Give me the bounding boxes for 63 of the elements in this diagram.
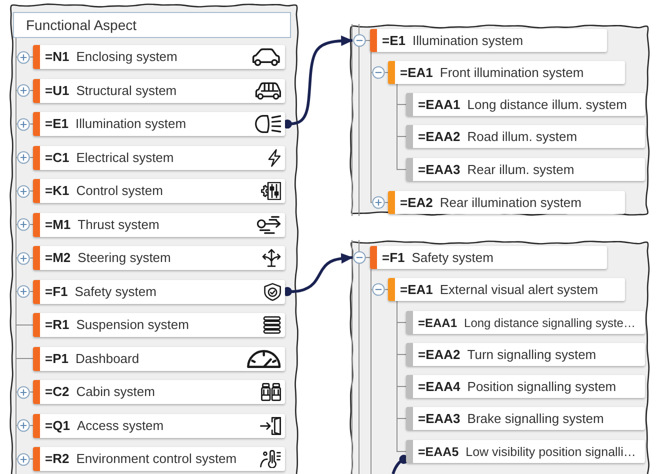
tree-panel [349,24,650,216]
item-code: =EAA5 [418,444,459,460]
item-code: =EAA1 [418,96,460,112]
item-code: =EAA2 [418,128,460,144]
item-label: Control system [76,183,163,199]
item-label: Illumination system [412,32,524,48]
curved-arrow [282,253,354,296]
item-code: =F1 [382,250,405,266]
item-code: =E1 [45,116,68,132]
item-code: =C2 [45,384,70,400]
item-code: =C1 [45,150,70,166]
item-label: Safety system [74,284,156,300]
item-label: Position signalling system [467,378,616,394]
item-code: =R2 [45,451,70,467]
item-label: Environment control system [76,451,237,467]
item-label: Steering system [78,250,171,266]
tree-line [370,268,372,290]
dot-connector [392,454,408,474]
curved-arrow [282,35,354,129]
item-code: =M2 [45,250,71,266]
item-label: Low visibility position signalli… [466,444,636,460]
item-code: =R1 [45,317,70,333]
item-label: Cabin system [76,384,155,400]
item-label: Long distance illum. system [467,96,627,112]
item-code: =E1 [382,32,406,48]
item-code: =EAA3 [418,410,460,426]
item-code: =K1 [45,183,70,199]
item-code: =M1 [45,216,71,232]
item-label: Enclosing system [76,49,178,65]
aspect-header: Functional Aspect [13,12,291,38]
item-code: =EA2 [400,194,433,210]
item-code: =EA1 [400,282,433,298]
item-code: =EAA1 [418,314,458,330]
item-code: =EA1 [400,64,433,80]
item-label: Road illum. system [467,128,578,144]
item-label: Safety system [412,250,494,266]
item-code: =Q1 [45,418,70,434]
item-label: Structural system [76,82,177,98]
item-code: =EAA3 [418,162,460,178]
tree-line [370,52,372,203]
item-label: Suspension system [76,317,189,333]
item-label: Long distance signalling syste… [464,314,636,330]
item-label: Illumination system [76,116,186,132]
item-label: Turn signalling system [467,346,596,362]
item-label: Dashboard [76,350,140,366]
item-label: Rear illum. system [467,162,574,178]
item-label: Electrical system [76,150,174,166]
tree-panel [349,240,650,474]
tree-line [396,300,406,452]
item-code: =EAA2 [418,346,460,362]
item-code: =P1 [45,350,68,366]
item-code: =U1 [45,82,70,98]
item-label: Rear illumination system [440,194,582,210]
item-label: External visual alert system [440,282,598,298]
item-label: Brake signalling system [467,410,604,426]
item-code: =F1 [45,284,68,300]
item-label: Access system [76,418,164,434]
tree-line [396,84,406,170]
item-code: =EAA4 [418,378,460,394]
tree-panel [9,3,299,474]
item-label: Front illumination system [440,64,584,80]
item-code: =N1 [45,49,70,65]
item-label: Thrust system [78,216,160,232]
